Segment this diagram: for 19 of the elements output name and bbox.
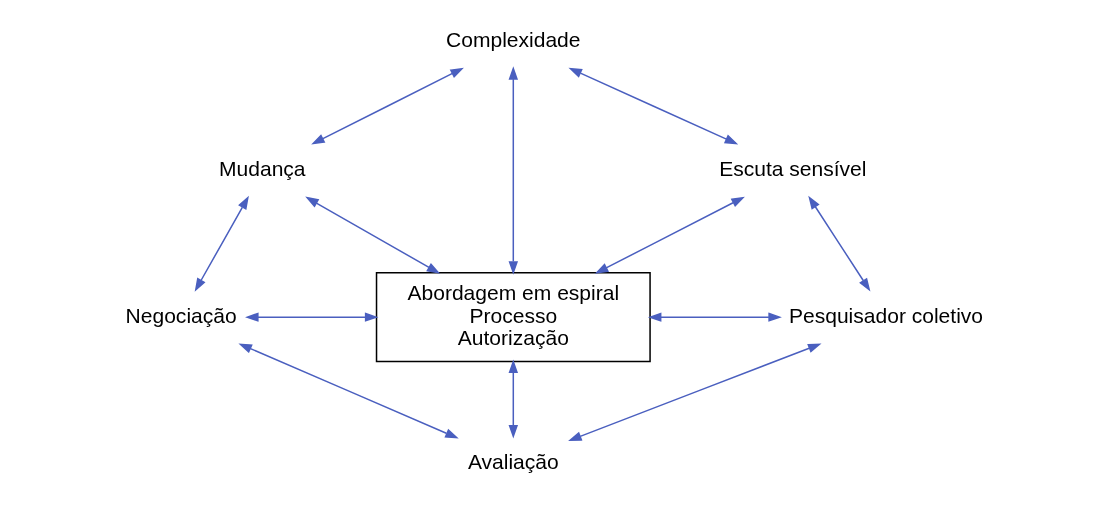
arrow [808,195,871,292]
node-text: Pesquisador coletivo [788,303,984,327]
node-text: Complexidade [446,27,581,51]
node-text: Escuta sensível [719,157,867,181]
node-text: Negociação [125,303,237,327]
arrow [508,359,519,439]
arrow [647,312,782,322]
arrow [594,196,745,274]
arrow [245,312,379,322]
arrow [238,343,459,439]
node-text: Mudança [219,157,306,181]
arrow [311,67,464,145]
node-text: Avaliação [467,450,559,474]
arrow [568,343,822,442]
arrow [305,196,441,274]
arrow [508,66,519,275]
arrow [568,67,739,145]
arrow [194,195,249,292]
node-box: Abordagem em espiral Processo Autorização [375,272,651,363]
